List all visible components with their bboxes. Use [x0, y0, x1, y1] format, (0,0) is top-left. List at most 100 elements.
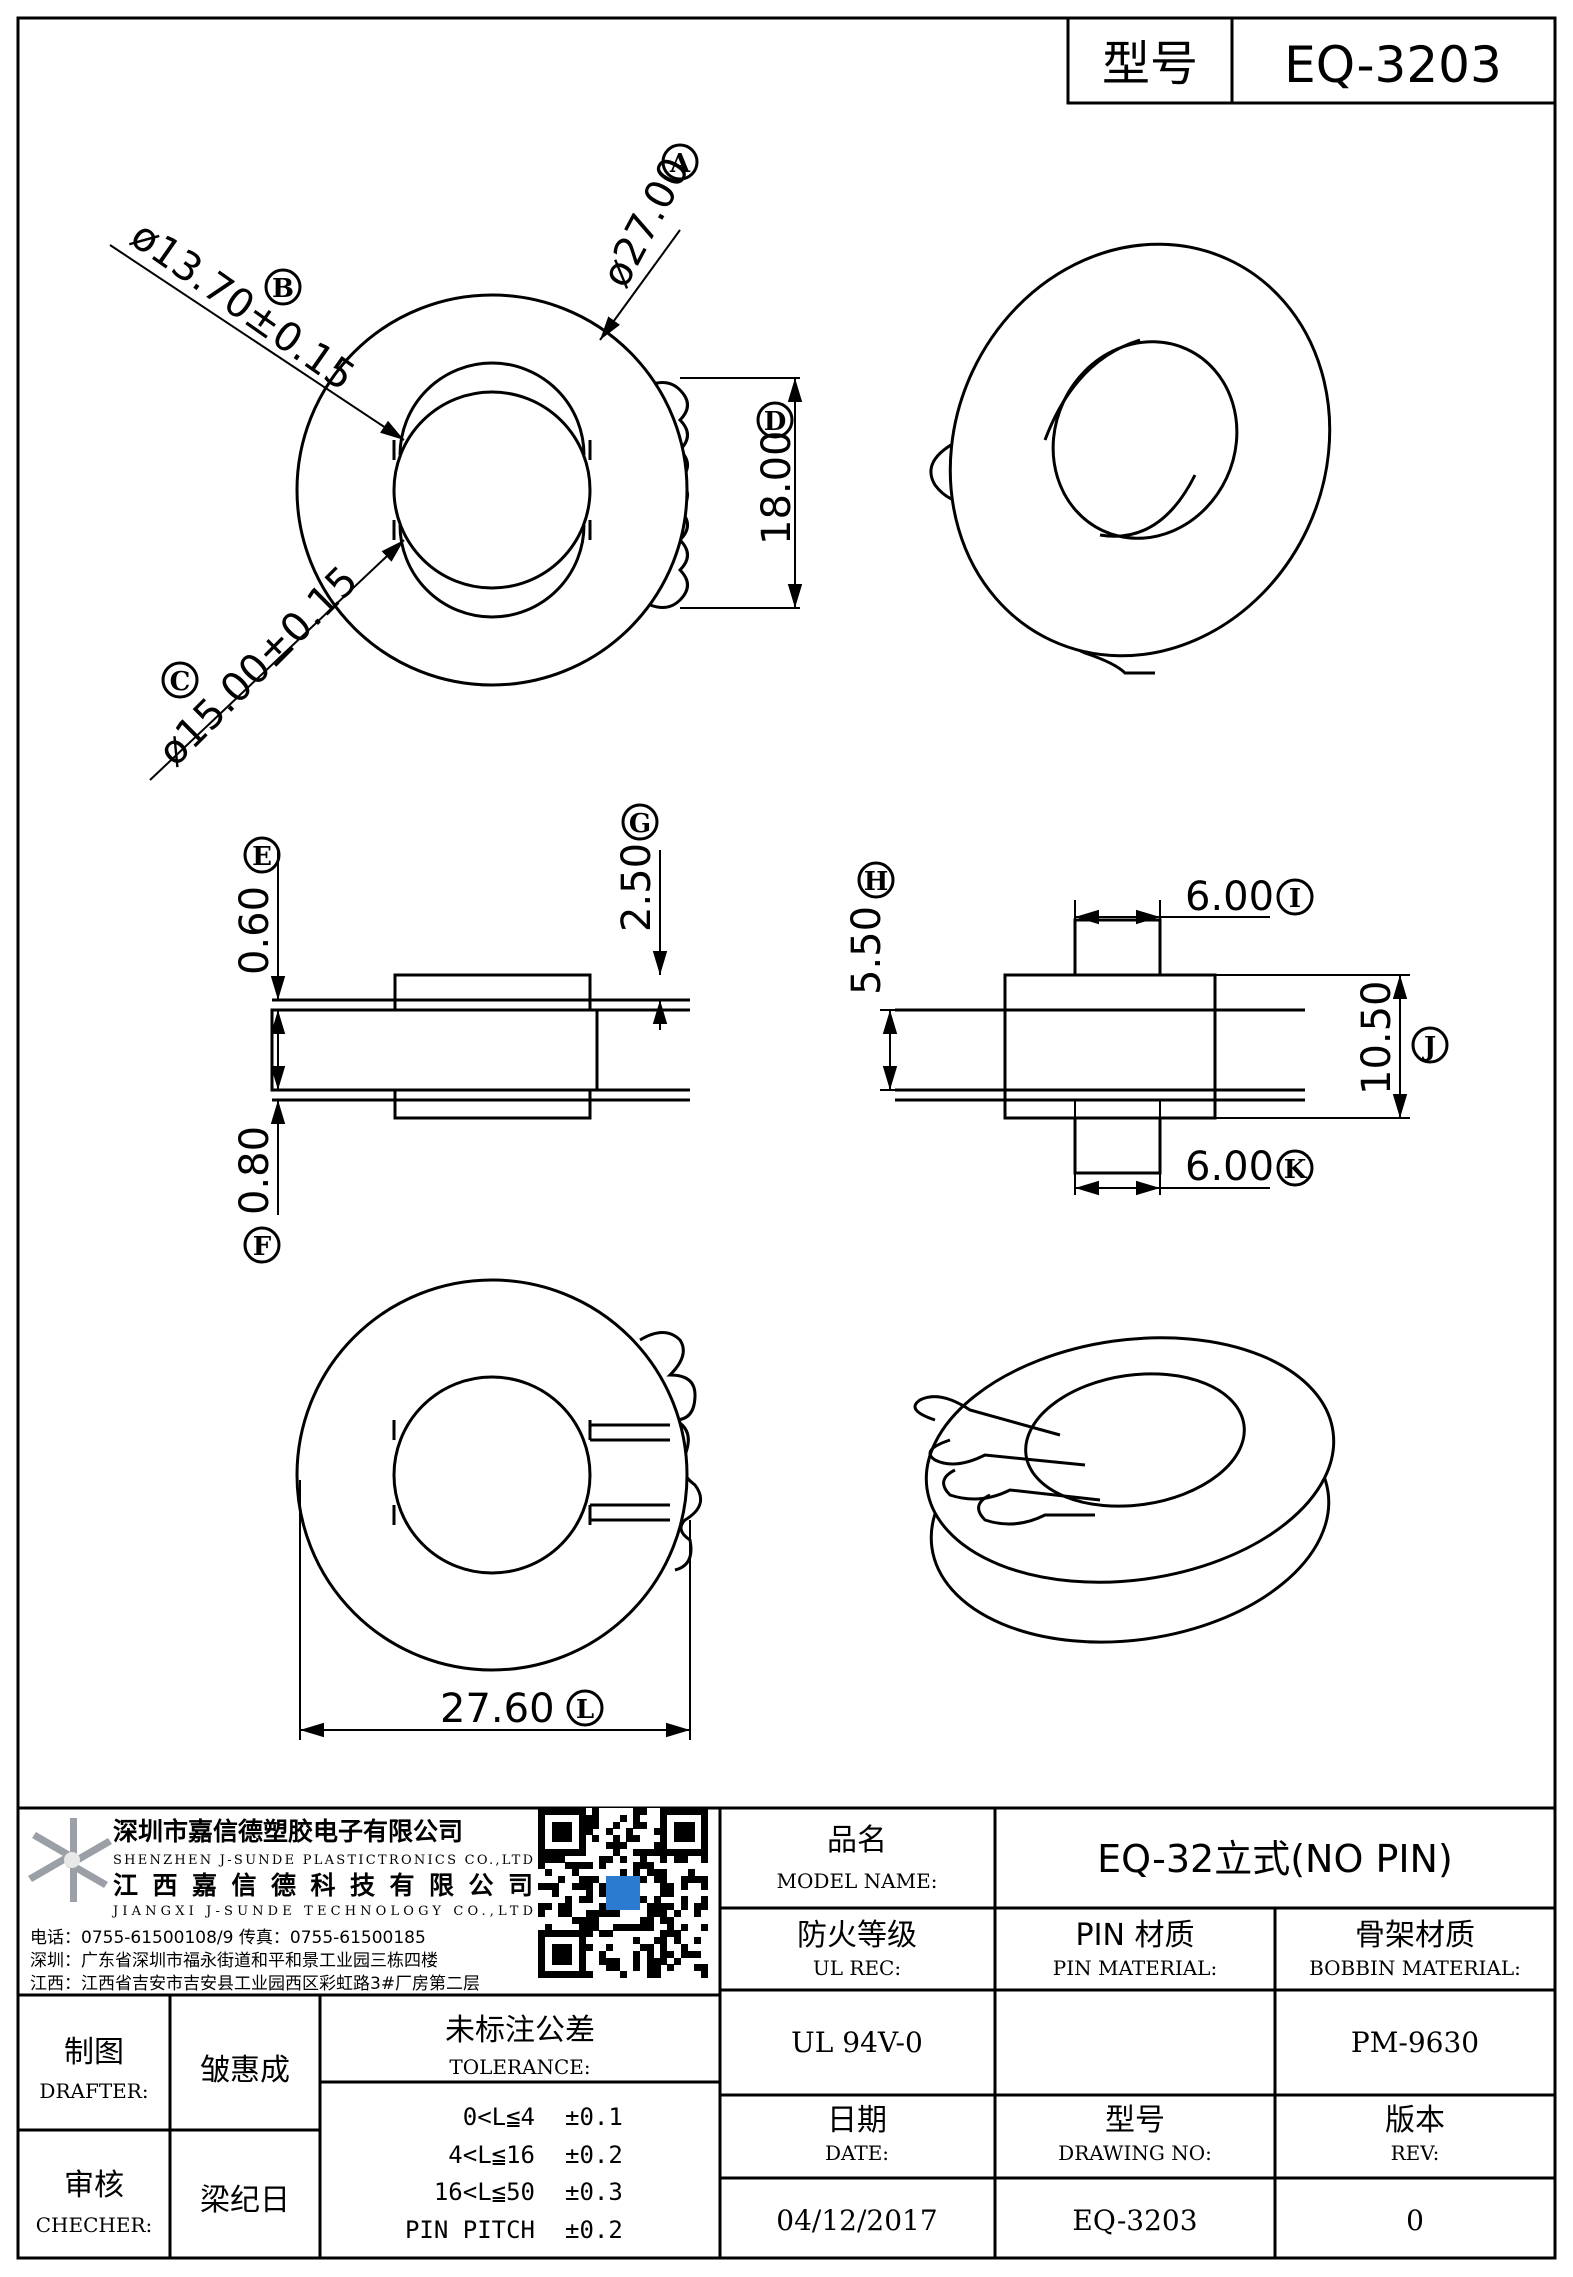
qr-module [633, 1950, 641, 1958]
qr-module [565, 1821, 573, 1829]
qr-module [667, 1903, 675, 1911]
callout-k-circle [1276, 1149, 1314, 1187]
qr-module [578, 1835, 586, 1843]
qr-module [551, 1828, 559, 1836]
qr-module [544, 1930, 552, 1938]
qr-module [612, 1923, 620, 1931]
qr-module [538, 1937, 545, 1945]
iso-view-top [929, 242, 1332, 675]
qr-module [653, 1869, 661, 1877]
qr-module [585, 1882, 593, 1890]
qr-module [551, 1808, 559, 1815]
qr-module [667, 1808, 675, 1815]
outer-frame [16, 16, 1557, 2260]
qr-module [640, 1923, 647, 1931]
qr-module [646, 1923, 654, 1931]
qr-module [619, 1842, 627, 1849]
callout-c-letter: C [170, 667, 191, 697]
drawing-en: DRAWING NO: [1058, 2141, 1212, 2165]
qr-module [544, 1923, 552, 1931]
qr-module [612, 1957, 620, 1965]
qr-module [578, 1814, 586, 1822]
company-name-jx: 江西嘉信德科技有限公司 [113, 1871, 533, 1900]
qr-module [592, 1814, 600, 1822]
qr-module [565, 1808, 573, 1815]
qr-module [687, 1950, 695, 1958]
qr-module [612, 1848, 620, 1856]
qr-module [606, 1910, 613, 1917]
qr-module [694, 1876, 702, 1883]
qr-module [660, 1808, 668, 1815]
drafter-en: DRAFTER: [39, 2079, 148, 2103]
qr-module [612, 1842, 620, 1849]
qr-module [633, 1862, 641, 1870]
qr-module [606, 1842, 613, 1849]
qr-code [538, 1808, 709, 1979]
qr-module [558, 1910, 566, 1917]
callout-i-letter: I [1289, 884, 1301, 914]
drafter-cn: 制图 [64, 2035, 124, 2070]
ul-en: UL REC: [813, 1956, 901, 1980]
qr-module [687, 1848, 695, 1856]
qr-module [585, 1910, 593, 1917]
qr-module [646, 1869, 654, 1877]
qr-module [538, 1842, 545, 1849]
qr-module [646, 1848, 654, 1856]
pin-en: PIN MATERIAL: [1053, 1956, 1217, 1980]
qr-module [694, 1964, 702, 1972]
qr-module [653, 1842, 661, 1849]
qr-module [572, 1869, 579, 1877]
callout-b-letter: B [272, 274, 294, 304]
qr-module [565, 1944, 573, 1951]
callout-g-circle [621, 803, 659, 841]
bottom-view-labels: 27.60 L [440, 1686, 604, 1732]
qr-module [599, 1882, 607, 1890]
qr-module [701, 1808, 709, 1815]
date-value: 04/12/2017 [776, 2204, 937, 2237]
checker-cn: 审核 [64, 2168, 124, 2203]
qr-module [701, 1882, 709, 1890]
qr-module [640, 1821, 647, 1829]
qr-module [558, 1855, 566, 1863]
qr-module [640, 1855, 647, 1863]
pin-cn: PIN 材质 [1076, 1918, 1195, 1953]
qr-module [551, 1944, 559, 1951]
qr-module [667, 1882, 675, 1890]
qr-module [633, 1869, 641, 1877]
qr-module [660, 1848, 668, 1856]
qr-module [585, 1896, 593, 1904]
qr-module [619, 1855, 627, 1863]
qr-module [585, 1828, 593, 1836]
bobbin-cn: 骨架材质 [1355, 1918, 1475, 1953]
qr-module [592, 1910, 600, 1917]
qr-module [687, 1835, 695, 1843]
qr-module [674, 1910, 681, 1917]
qr-module [538, 1862, 545, 1870]
info-table-text: 品名 MODEL NAME: EQ-32立式(NO PIN) 防火等级 UL R… [36, 1823, 1521, 2244]
qr-module [599, 1889, 607, 1897]
qr-module [667, 1848, 675, 1856]
qr-module [558, 1828, 566, 1836]
qr-module [640, 1916, 647, 1924]
qr-module [578, 1848, 586, 1856]
dim-i-text: 6.00 [1185, 874, 1274, 920]
qr-module [558, 1971, 566, 1979]
qr-module [544, 1971, 552, 1979]
qr-module [626, 1828, 634, 1836]
qr-module [538, 1821, 545, 1829]
qr-module [680, 1808, 688, 1815]
qr-module [544, 1855, 552, 1863]
iso-view-bottom [913, 1336, 1336, 1644]
qr-module [680, 1835, 688, 1843]
callout-e-letter: E [252, 842, 272, 872]
rev-cn: 版本 [1385, 2103, 1445, 2138]
qr-module [538, 1930, 545, 1938]
qr-module [674, 1835, 681, 1843]
qr-module [653, 1896, 661, 1904]
company-logo [28, 1818, 112, 1902]
tol-range-2: 4<L≦16 [448, 2141, 535, 2169]
qr-module [578, 1862, 586, 1870]
qr-module [612, 1821, 620, 1829]
qr-module [660, 1842, 668, 1849]
